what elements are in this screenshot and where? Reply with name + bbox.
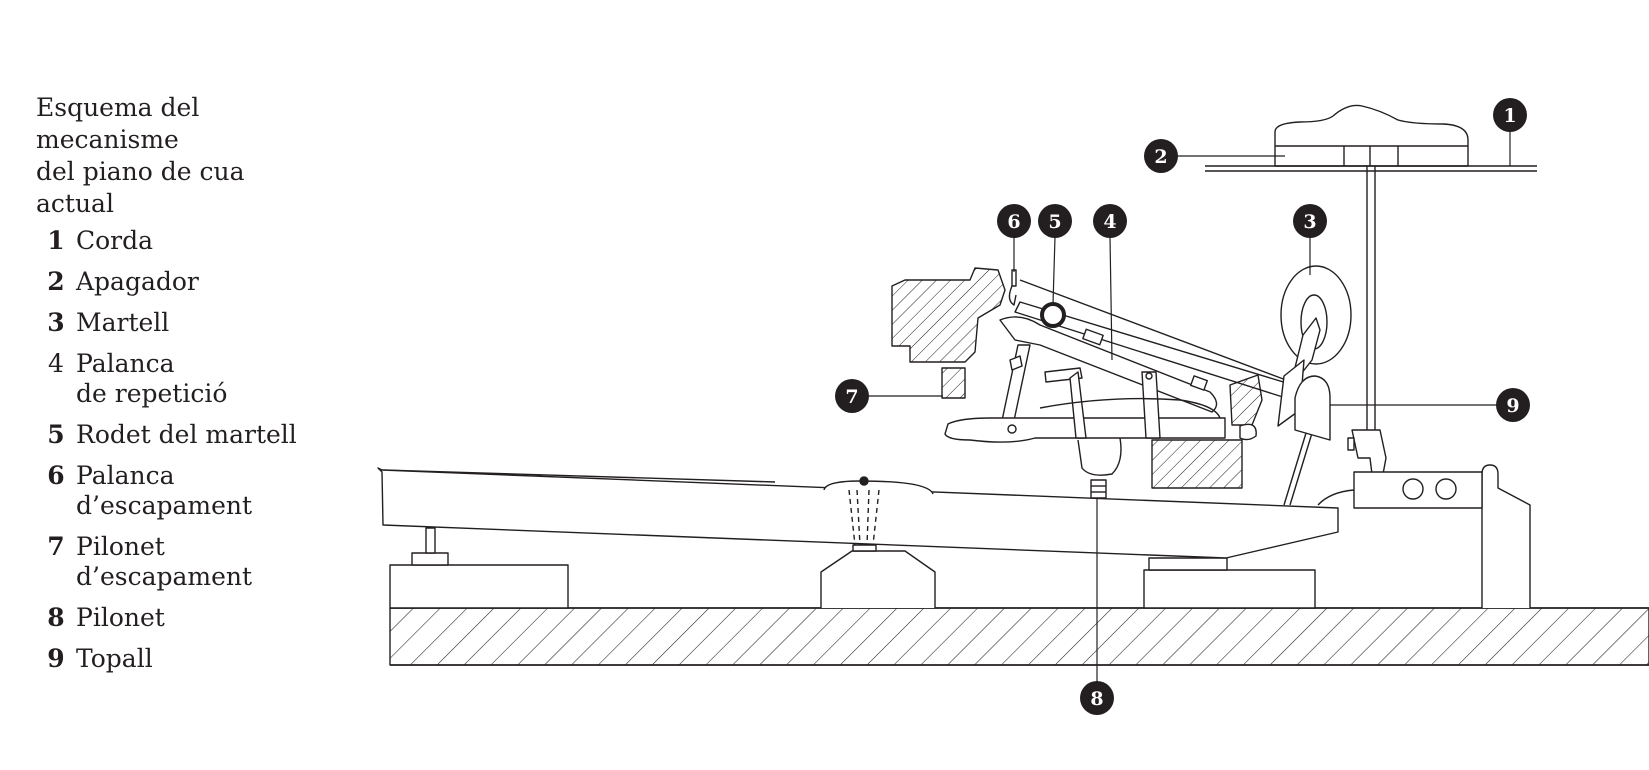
callout-2-label: 2 [1154, 146, 1167, 168]
callout-5-label: 5 [1048, 211, 1061, 233]
callout-2: 2 [1144, 139, 1178, 173]
callout-3: 3 [1293, 204, 1327, 238]
jack [999, 269, 1083, 431]
legend-title-line: actual [36, 189, 114, 218]
legend: Esquema del mecanisme del piano de cua a… [36, 92, 336, 685]
legend-number: 9 [47, 644, 65, 673]
callout-1: 1 [1493, 98, 1527, 132]
keybed [389, 607, 1649, 666]
leader-lines [868, 130, 1511, 682]
wippen [944, 371, 1263, 489]
legend-item-palanca-escapament: 6 Palanca d’escapament [36, 461, 336, 521]
callout-3-label: 3 [1303, 211, 1316, 233]
callout-7-label: 7 [845, 386, 858, 408]
legend-number: 3 [47, 308, 65, 337]
legend-label: Corda [76, 226, 153, 256]
legend-label-line: Rodet del martell [76, 420, 297, 449]
legend-number: 4 [48, 349, 64, 378]
callout-8: 8 [1080, 681, 1114, 715]
legend-label-line: d’escapament [76, 562, 253, 591]
key-supports [389, 464, 1531, 609]
callout-6-marker [997, 204, 1031, 238]
legend-label-line: Pilonet [76, 532, 165, 561]
callout-7: 7 [835, 379, 869, 413]
callout-1-marker [1493, 98, 1527, 132]
legend-list: 1 Corda 2 Apagador 3 Martell 4 Palanca d… [36, 226, 336, 674]
legend-label-line: Palanca [76, 461, 175, 490]
legend-item-pilonet: 8 Pilonet [36, 603, 336, 633]
legend-label-line: Apagador [76, 267, 199, 296]
legend-number: 8 [47, 603, 65, 632]
callout-4-marker [1093, 204, 1127, 238]
legend-label-line: Martell [76, 308, 170, 337]
legend-title: Esquema del mecanisme del piano de cua a… [36, 92, 336, 220]
callout-6: 6 [997, 204, 1031, 238]
capstan [1077, 437, 1122, 499]
legend-item-pilonet-escapament: 7 Pilonet d’escapament [36, 532, 336, 592]
legend-label-line: d’escapament [76, 491, 253, 520]
callout-5: 5 [1038, 204, 1072, 238]
callout-4-label: 4 [1103, 211, 1116, 233]
legend-title-line: mecanisme [36, 125, 179, 154]
legend-label: Pilonet d’escapament [76, 532, 252, 592]
callout-9: 9 [1496, 388, 1530, 422]
legend-item-rodet: 5 Rodet del martell [36, 420, 336, 450]
hammer-roller [1040, 302, 1066, 328]
damper [1274, 104, 1483, 509]
callout-8-marker [1080, 681, 1114, 715]
key [377, 467, 1339, 559]
flange-rail [891, 267, 1006, 399]
legend-number: 1 [47, 226, 65, 255]
callout-5-marker [1038, 204, 1072, 238]
callout-9-label: 9 [1506, 395, 1519, 417]
legend-label-line: Topall [76, 644, 153, 673]
callout-8-label: 8 [1090, 688, 1103, 710]
hammer [1014, 265, 1352, 427]
legend-number: 6 [47, 461, 65, 490]
callout-7-marker [835, 379, 869, 413]
legend-item-topall: 9 Topall [36, 644, 336, 674]
legend-item-martell: 3 Martell [36, 308, 336, 338]
legend-label-line: Corda [76, 226, 154, 255]
callout-2-marker [1144, 139, 1178, 173]
callout-4: 4 [1093, 204, 1127, 238]
legend-label: Palanca de repetició [76, 349, 227, 409]
callout-9-marker [1496, 388, 1530, 422]
legend-label: Martell [76, 308, 169, 338]
legend-item-apagador: 2 Apagador [36, 267, 336, 297]
legend-label: Pilonet [76, 603, 165, 633]
legend-title-line: del piano de cua [36, 157, 245, 186]
legend-title-line: Esquema del [36, 93, 200, 122]
repetition-lever [999, 316, 1218, 413]
legend-item-palanca-repeticio: 4 Palanca de repetició [36, 349, 336, 409]
string [1205, 165, 1537, 172]
legend-item-corda: 1 Corda [36, 226, 336, 256]
backcheck [1283, 375, 1331, 506]
legend-number: 7 [47, 532, 65, 561]
legend-label-line: Palanca [76, 349, 175, 378]
callout-1-label: 1 [1503, 105, 1516, 127]
legend-label: Topall [76, 644, 153, 674]
legend-number: 2 [47, 267, 65, 296]
legend-label: Rodet del martell [76, 420, 297, 450]
legend-number: 5 [47, 420, 65, 449]
legend-label-line: de repetició [76, 379, 228, 408]
callout-3-marker [1293, 204, 1327, 238]
legend-label: Apagador [76, 267, 199, 297]
legend-label: Palanca d’escapament [76, 461, 252, 521]
legend-label-line: Pilonet [76, 603, 165, 632]
callout-6-label: 6 [1007, 211, 1020, 233]
